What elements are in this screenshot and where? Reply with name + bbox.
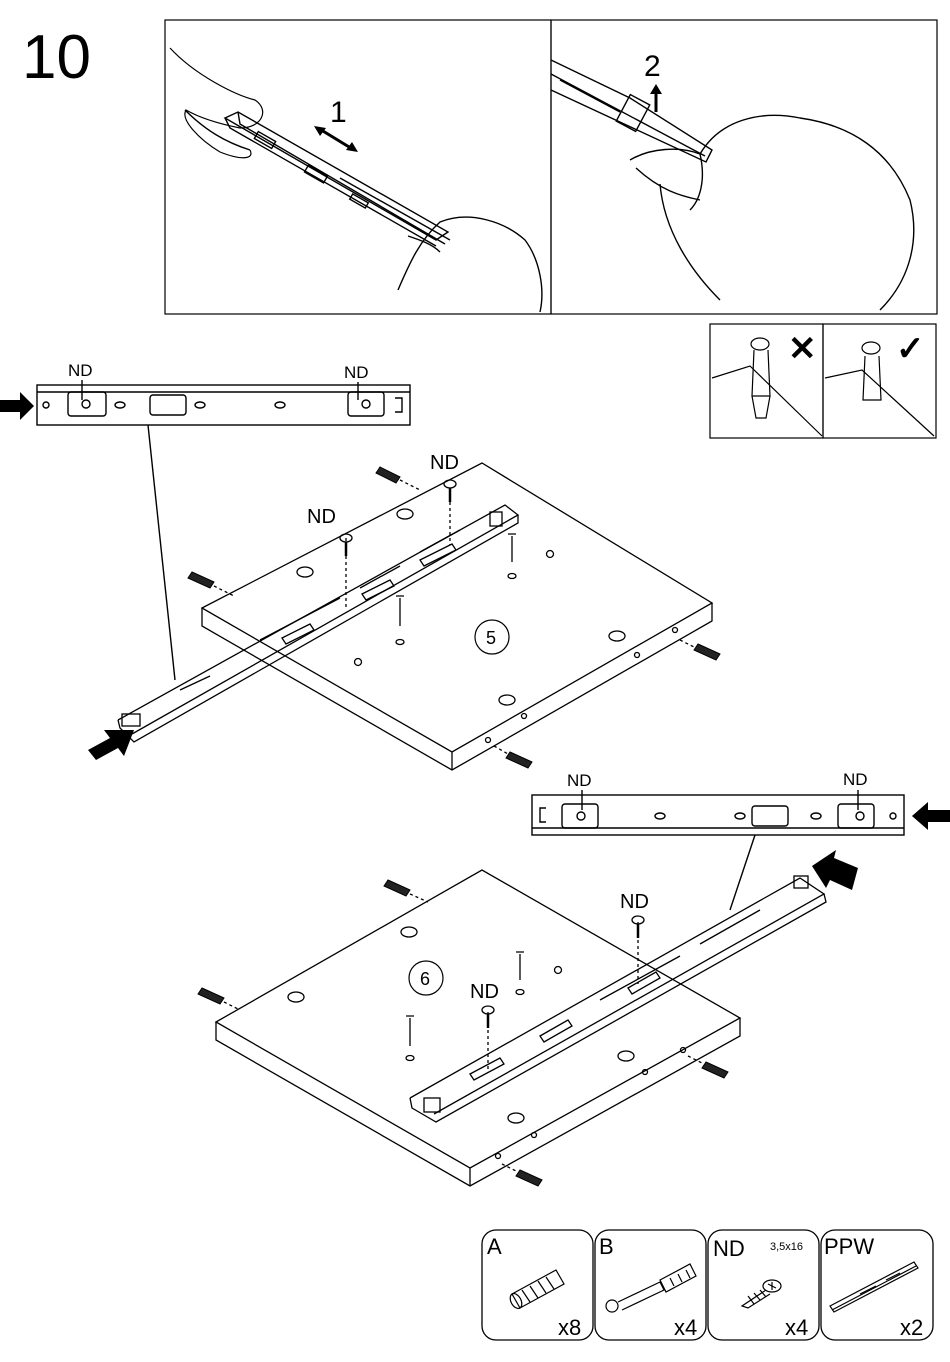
panel-5-number: 5 <box>486 628 496 648</box>
push-arrow-icon <box>0 392 34 420</box>
correct-mark-icon: ✓ <box>896 330 925 368</box>
cam-bolt-icon <box>606 1264 696 1312</box>
part-quantity: x2 <box>900 1315 923 1340</box>
part-card-a: A x8 <box>482 1230 593 1340</box>
wooden-dowel-icon <box>508 1270 564 1310</box>
sub-step-2-label: 2 <box>644 50 661 83</box>
part-card-b: B x4 <box>595 1230 706 1340</box>
screw-label-nd: ND <box>430 452 459 474</box>
parts-legend: A x8 B x4 ND 3,5x16 <box>482 1230 933 1340</box>
drawer-slide-detail-right <box>532 790 904 910</box>
sub-step-1-label: 1 <box>330 96 347 129</box>
screw-label-nd: ND <box>470 981 499 1003</box>
part-letter: B <box>599 1234 614 1259</box>
drawer-slide-icon <box>830 1262 918 1312</box>
wrong-mark-icon: ✕ <box>788 330 817 368</box>
screw-label-nd: ND <box>843 770 868 789</box>
part-letter: PPW <box>824 1234 874 1259</box>
part-letter: A <box>487 1234 502 1259</box>
panel-5-drawing <box>118 463 720 770</box>
part-quantity: x8 <box>558 1315 581 1340</box>
push-arrow-icon <box>912 802 950 830</box>
screw-label-nd: ND <box>567 771 592 790</box>
screw-label-nd: ND <box>344 363 369 382</box>
step-number: 10 <box>22 23 91 92</box>
screw-icon <box>742 1280 781 1308</box>
panel-6-drawing <box>198 870 826 1186</box>
push-arrow-icon <box>88 730 134 760</box>
screw-label-nd: ND <box>68 361 93 380</box>
screw-label-nd: ND <box>620 891 649 913</box>
part-card-ppw: PPW x2 <box>821 1230 933 1340</box>
push-arrow-icon <box>812 850 858 890</box>
part-letter: ND <box>713 1236 745 1261</box>
drawer-slide-detail-left <box>37 380 410 680</box>
part-quantity: x4 <box>785 1315 808 1340</box>
slide-extend-detail <box>165 20 551 314</box>
part-size: 3,5x16 <box>770 1241 803 1253</box>
screw-label-nd: ND <box>307 506 336 528</box>
part-card-nd: ND 3,5x16 x4 <box>708 1230 819 1340</box>
slide-release-detail <box>551 20 937 314</box>
part-quantity: x4 <box>674 1315 697 1340</box>
panel-6-number: 6 <box>420 969 430 989</box>
